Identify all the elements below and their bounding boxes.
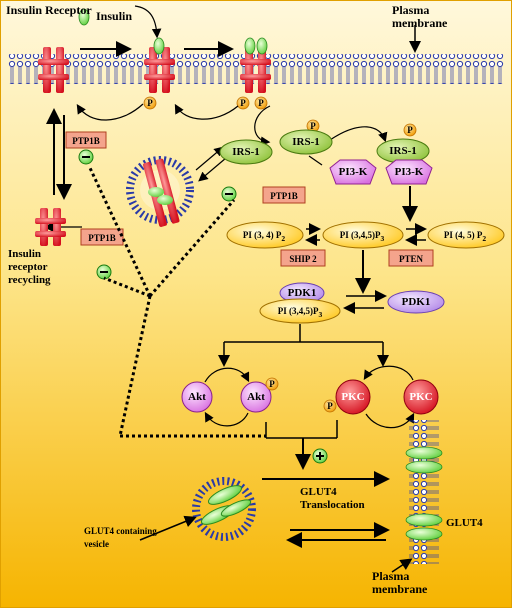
insulin-molecule [78,8,90,26]
plasma-membrane-top-label: Plasma membrane [392,3,448,30]
inhibition-dotted-lines [88,167,266,438]
pten-box [388,249,434,267]
pi-45-p2-node [427,221,505,249]
glut4-label: GLUT4 [446,517,483,529]
irs1-label-2: IRS-1 [292,136,320,148]
dephos-arrow-2 [174,103,239,120]
irs1-label-3: IRS-1 [389,145,417,157]
akt-label-1: Akt [188,391,206,403]
akt-node-1 [181,381,213,413]
akt-label-2: Akt [247,391,265,403]
plus-mark [316,452,324,460]
glut4-transporters [405,446,443,541]
irs-pi3k-link [308,155,323,166]
pkc-label-2: PKC [409,391,433,403]
ptp1b-box-2 [262,186,306,204]
pi-34-p2-label: PI (3, 4) P2 [242,230,286,243]
pkc-deactivate-arrow [365,412,415,429]
ptp1b-box-3 [80,228,124,246]
ptp1b-label-3: PTP1B [88,233,116,243]
irs-phos-arrow [254,105,271,146]
ptp1b-box-1 [65,131,107,149]
ptp1b-label-1: PTP1B [72,136,100,146]
ship2-label: SHIP 2 [289,254,317,264]
membrane-bottom-pointer [391,558,413,573]
insulin-label: Insulin [96,9,133,23]
endo-arrow-down [198,157,227,182]
irs1-node-2 [279,129,333,155]
recycling-label: Insulin receptor recycling [8,248,51,286]
pi-345-p3-label: PI (3,4,5)P3 [339,230,385,243]
phospho-p-3: P [258,98,264,108]
endo-arrow-up [195,146,224,171]
pdk1-node-2 [387,290,445,314]
phospho-p-1: P [147,98,153,108]
phospho-p-pkc: P [327,401,333,411]
glut4-translocation-label-1: GLUT4 [300,486,337,498]
pkc-activate-arrow [363,365,414,381]
irs-pi3k-arrow [329,126,388,143]
vesicle-pointer [139,515,197,541]
pdk1-pip3-label: PI (3,4,5)P3 [277,306,323,319]
pkc-node-1 [335,379,371,415]
pkc-node-2 [403,379,439,415]
akt-phospho [265,377,279,391]
pi-45-p2-label: PI (4, 5) P2 [443,230,487,243]
insulin-receptor-1 [38,47,69,93]
ship2-box [280,249,326,267]
irs1-node-1 [219,139,273,165]
pdk1-pip3-node [259,298,341,324]
glut4-vesicle [192,477,256,541]
pdk1-label-1: PDK1 [287,287,317,299]
glut4-vesicle-label: GLUT4 containing vesicle [84,526,157,549]
plasma-membrane-bottom-label: Plasma membrane [372,569,428,596]
insulin-receptor-3 [240,37,271,93]
pkc-phospho [323,399,337,413]
phospho-p-4: P [310,121,316,131]
dephos-arrow-1 [76,103,144,121]
pi3k-label-1: PI3-K [338,166,368,178]
pi3k-label-2: PI3-K [394,166,424,178]
akt-deactivate-arrow [204,411,249,427]
pten-label: PTEN [398,254,424,264]
pi3k-shape-2 [385,159,433,185]
phospho-p-2: P [240,98,246,108]
phospho-sites-top [143,96,417,137]
ptp1b-label-2: PTP1B [270,191,298,201]
akt-activate-arrow [204,367,250,383]
glut4-translocation-label-2: Translocation [300,499,365,511]
recycled-receptor [35,208,66,246]
pi-34-p2-node [226,221,304,249]
insulin-receptor-2 [144,37,175,93]
irs1-label-1: IRS-1 [232,146,260,158]
insulin-binding-arrow [134,5,162,39]
pkc-label-1: PKC [341,391,365,403]
insulin-receptor-label: Insulin Receptor [6,3,92,17]
endosome-vesicle [126,156,194,227]
plasma-membrane-bottom [409,420,439,564]
pdk1-label-2: PDK1 [401,296,431,308]
akt-node-2 [240,381,272,413]
phospho-p-5: P [407,125,413,135]
inhibitor-minus-marks [82,156,233,273]
phospho-p-akt: P [269,379,275,389]
pi3k-shape-1 [329,159,377,185]
pi-345-p3-node [322,221,404,249]
